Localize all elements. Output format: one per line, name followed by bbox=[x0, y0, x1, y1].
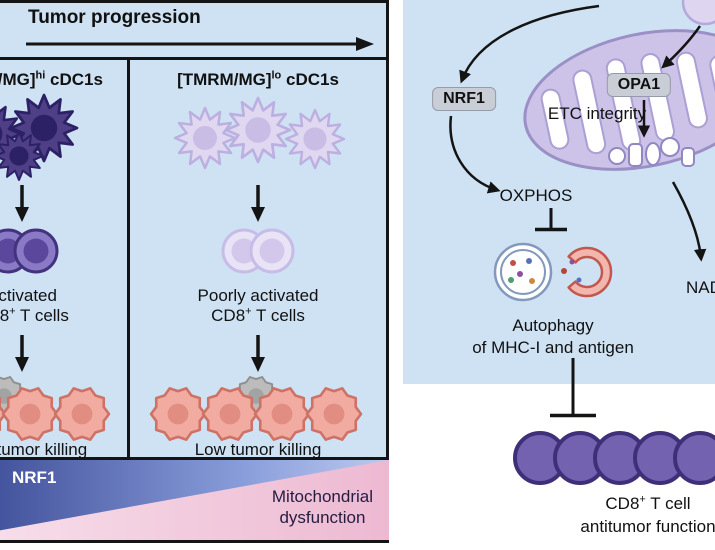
header-text: [TMRM/MG] bbox=[177, 70, 272, 89]
arrow-etc-to-nadh bbox=[671, 181, 707, 262]
antigen-dot bbox=[526, 258, 532, 264]
autophagosome-icon bbox=[493, 242, 553, 302]
header-text: cDC1s bbox=[45, 70, 103, 89]
down-arrow-icon bbox=[250, 184, 266, 222]
t-cell-pair-lo bbox=[221, 228, 295, 274]
antigen-dot bbox=[569, 259, 575, 265]
tumor-cell-icon bbox=[201, 387, 259, 441]
antigen-dot bbox=[517, 271, 523, 277]
panel-bottom-border bbox=[0, 540, 389, 543]
cd8-text: T cell bbox=[645, 494, 691, 513]
partial-cell-icon bbox=[681, 0, 715, 26]
banner-nrf1-label: NRF1 bbox=[12, 468, 57, 487]
t-cell-chain bbox=[513, 431, 715, 485]
cdc1-cluster-lo bbox=[173, 96, 346, 170]
killing-label-hi: High tumor killing bbox=[0, 440, 88, 459]
cd8-text: T cells bbox=[251, 306, 305, 325]
nadh-label: NADH bbox=[686, 278, 715, 297]
t-cell-pair-hi bbox=[0, 228, 59, 274]
cdc1-cell-icon bbox=[284, 108, 346, 170]
header-text: cDC1s bbox=[281, 70, 339, 89]
cristae bbox=[709, 54, 715, 112]
antigen-dot bbox=[508, 277, 514, 283]
cdc1-cell-icon bbox=[224, 96, 292, 164]
antitumor-function-label: antitumor function bbox=[580, 517, 715, 536]
oxphos-label: OXPHOS bbox=[499, 186, 573, 205]
etc-complex-icon bbox=[645, 142, 661, 166]
banner-dysfunction-line1: Mitochondrial bbox=[271, 487, 373, 506]
right-panel-graphics bbox=[449, 0, 715, 485]
antigen-dot bbox=[510, 260, 516, 266]
t-cell-nucleus bbox=[259, 238, 285, 264]
down-arrow-icon bbox=[14, 334, 30, 372]
etc-integrity-label: ETC integrity bbox=[547, 104, 647, 123]
cd8-text: CD8 bbox=[605, 494, 640, 513]
nrf1-pill-label: NRF1 bbox=[432, 87, 496, 111]
t-cell-icon bbox=[673, 431, 715, 485]
banner-dysfunction-line2: dysfunction bbox=[279, 508, 366, 527]
cristae bbox=[572, 69, 607, 155]
cd8-text: CD8 bbox=[0, 306, 10, 325]
t-cell-nucleus bbox=[231, 238, 257, 264]
antigen-dot bbox=[529, 278, 535, 284]
header-superscript: lo bbox=[271, 69, 282, 82]
activation-label-hi: Activated bbox=[0, 286, 57, 305]
tumor-cell-icon bbox=[149, 387, 207, 441]
tumor-progression-title: Tumor progression bbox=[28, 7, 201, 28]
column-lo-header: [TMRM/MG]lo cDC1s bbox=[177, 70, 339, 90]
t-cell-nucleus bbox=[23, 238, 49, 264]
autophagy-label-line1: Autophagy bbox=[512, 316, 594, 335]
activation-label-lo: Poorly activated bbox=[197, 286, 319, 305]
column-divider-line bbox=[127, 60, 130, 460]
etc-complex-icon bbox=[660, 137, 680, 157]
left-panel: Tumor progression [TMRM/MG]hi cDC1s Acti… bbox=[0, 0, 389, 543]
gradient-banner: NRF1 Mitochondrial dysfunction bbox=[0, 460, 389, 540]
cd8-tcell-label: CD8+ T cell bbox=[605, 494, 690, 514]
tumor-cluster-lo bbox=[149, 376, 363, 441]
header-divider-line bbox=[0, 57, 389, 60]
opa1-pill-label: OPA1 bbox=[606, 73, 672, 97]
killing-label-lo: Low tumor killing bbox=[194, 440, 322, 459]
curved-arrow-to-opa1 bbox=[661, 25, 702, 69]
etc-complex-icon bbox=[628, 143, 643, 167]
panel-top-border bbox=[0, 0, 389, 3]
banner-top-border bbox=[0, 457, 389, 460]
tumor-cell-icon bbox=[253, 387, 311, 441]
cdc1-cell-icon bbox=[173, 106, 237, 170]
autophagy-label-line2: of MHC-I and antigen bbox=[472, 338, 634, 357]
cd8-superscript: + bbox=[9, 305, 16, 318]
cd8-label-hi: CD8+ T cells bbox=[0, 306, 69, 326]
tumor-cluster-hi bbox=[0, 376, 111, 441]
phagophore-icon bbox=[561, 246, 613, 298]
tumor-cell-icon bbox=[1, 387, 59, 441]
curved-arrow-to-nrf1 bbox=[459, 4, 600, 84]
banner-dysfunction-label: Mitochondrial dysfunction bbox=[272, 486, 373, 528]
inhibition-bar-icon bbox=[550, 358, 596, 418]
etc-complexes bbox=[608, 137, 695, 167]
cristae bbox=[540, 88, 570, 150]
cd8-superscript: + bbox=[245, 305, 252, 318]
cd8-label-lo: CD8+ T cells bbox=[211, 306, 305, 326]
antigen-dot bbox=[576, 277, 582, 283]
curved-arrow-nrf1-to-oxphos bbox=[449, 115, 501, 194]
cristae bbox=[675, 51, 708, 129]
header-text: [TMRM/MG] bbox=[0, 70, 36, 89]
down-arrow-icon bbox=[14, 184, 30, 222]
inhibition-bar-icon bbox=[535, 208, 567, 232]
header-superscript: hi bbox=[35, 69, 46, 82]
etc-complex-icon bbox=[608, 147, 626, 165]
tumor-cell-icon bbox=[53, 387, 111, 441]
down-arrow-icon bbox=[250, 334, 266, 372]
cd8-superscript: + bbox=[639, 493, 646, 506]
cd8-text: CD8 bbox=[211, 306, 246, 325]
tumor-cell-icon bbox=[305, 387, 363, 441]
column-hi-header: [TMRM/MG]hi cDC1s bbox=[0, 70, 103, 90]
etc-complex-icon bbox=[681, 147, 695, 167]
antigen-dot bbox=[561, 268, 567, 274]
progression-arrow-icon bbox=[26, 37, 374, 51]
panel-right-border bbox=[386, 0, 389, 543]
cd8-text: T cells bbox=[15, 306, 69, 325]
